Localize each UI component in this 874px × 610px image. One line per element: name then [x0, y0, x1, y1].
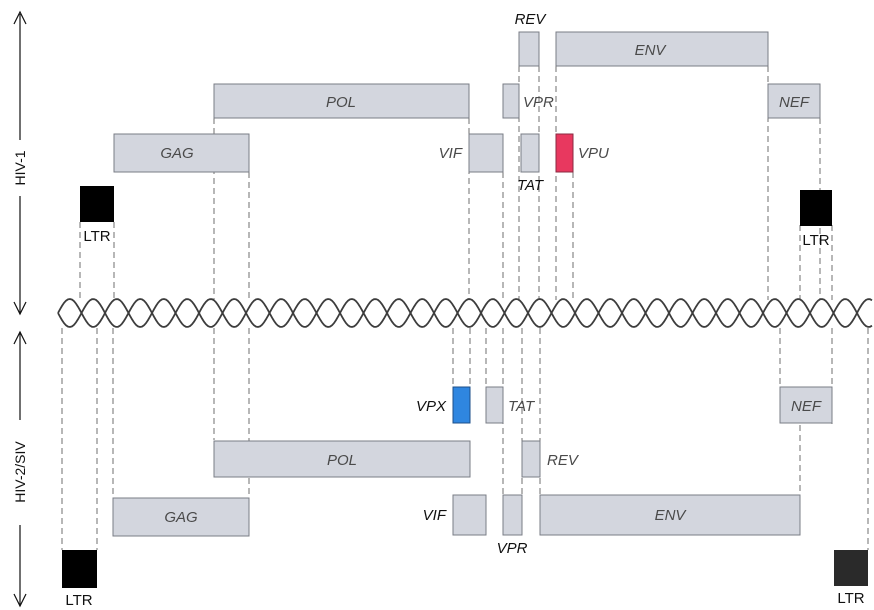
hiv2-ltr-right-label: LTR: [837, 590, 864, 607]
hiv2-ltr-right-box: [834, 550, 868, 586]
hiv1-rev-gene: [519, 32, 539, 66]
hiv2-vpr-label: VPR: [497, 540, 528, 557]
hiv2-vpx-label: VPX: [416, 398, 447, 415]
hiv2-tat-label: TAT: [508, 398, 536, 415]
hiv1-tat-gene: [521, 134, 539, 172]
hiv2-env-label: ENV: [655, 507, 688, 524]
hiv1-gag-label: GAG: [160, 145, 194, 162]
hiv2-axis-arrow: HIV-2/SIV: [12, 332, 28, 606]
hiv2-genome: HIV-2/SIV VPX TAT NEF POL REV GAG VIF VP…: [12, 332, 868, 609]
hiv2-gag-label: GAG: [164, 509, 198, 526]
hiv1-vpu-gene: [556, 134, 573, 172]
hiv1-genome: HIV-1 LTR LTR REV ENV POL VPR NEF GAG VI…: [12, 11, 832, 314]
hiv2-vpx-gene: [453, 387, 470, 423]
hiv1-vif-gene: [469, 134, 503, 172]
hiv1-vpr-gene: [503, 84, 519, 118]
hiv2-axis-label: HIV-2/SIV: [12, 441, 28, 503]
hiv2-rev-gene: [522, 441, 540, 477]
dna-helix: [58, 299, 872, 327]
hiv1-ltr-left-box: [80, 186, 114, 222]
hiv2-vif-label: VIF: [423, 507, 447, 524]
hiv1-axis-label: HIV-1: [12, 150, 28, 185]
hiv1-ltr-left-label: LTR: [83, 228, 110, 245]
hiv1-rev-label: REV: [515, 11, 548, 28]
hiv1-ltr-right-box: [800, 190, 832, 226]
hiv1-vpr-label: VPR: [523, 94, 554, 111]
hiv1-vif-label: VIF: [439, 145, 463, 162]
hiv1-axis-arrow: HIV-1: [12, 12, 28, 314]
hiv1-vpu-label: VPU: [578, 145, 609, 162]
hiv2-ltr-left-box: [62, 550, 97, 588]
hiv2-ltr-left-label: LTR: [65, 592, 92, 609]
hiv2-nef-label: NEF: [791, 398, 822, 415]
hiv2-vpr-gene: [503, 495, 522, 535]
hiv2-pol-label: POL: [327, 452, 357, 469]
hiv1-ltr-right-label: LTR: [802, 232, 829, 249]
hiv2-vif-gene: [453, 495, 486, 535]
hiv1-nef-label: NEF: [779, 94, 810, 111]
hiv2-tat-gene: [486, 387, 503, 423]
hiv2-rev-label: REV: [547, 452, 580, 469]
hiv1-pol-label: POL: [326, 94, 356, 111]
hiv1-tat-label: TAT: [517, 177, 545, 194]
hiv1-env-label: ENV: [635, 42, 668, 59]
